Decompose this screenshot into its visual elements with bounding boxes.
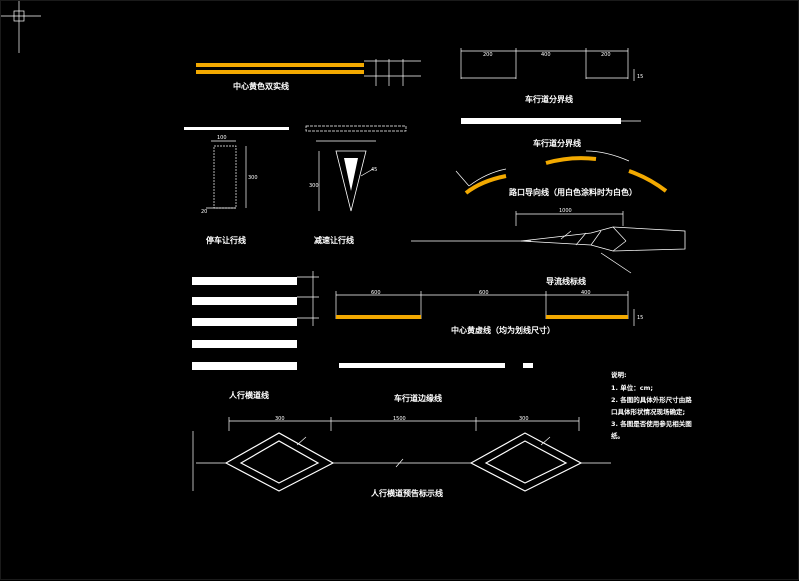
crosswalk-warning-figure: 300 1500 300 人行横道预告标示线 bbox=[192, 416, 611, 498]
dim-600b: 600 bbox=[479, 290, 489, 296]
notes-block: 说明: 1. 单位：cm; 2. 各图的具体外形尺寸由路 口具体形状情况现场确定… bbox=[611, 370, 692, 440]
notes-line2: 2. 各图的具体外形尺寸由路 bbox=[611, 395, 692, 404]
dim-300d: 300 bbox=[519, 416, 529, 422]
crosswalk-label: 人行横道线 bbox=[229, 390, 269, 400]
dim-15: 15 bbox=[637, 74, 643, 80]
stop-line-label: 停车让行线 bbox=[206, 235, 246, 245]
notes-line4: 3. 各图是否使用参见相关图 bbox=[611, 419, 692, 428]
notes-line3: 口具体形状情况现场确定; bbox=[611, 407, 685, 416]
lane-edge-label: 车行道边缘线 bbox=[394, 393, 442, 403]
center-double-yellow-figure: 中心黄色双实线 bbox=[196, 59, 421, 91]
dim-200a: 200 bbox=[483, 52, 493, 58]
crosswalk-warning-label: 人行横道预告标示线 bbox=[371, 488, 443, 498]
dim-400b: 400 bbox=[581, 290, 591, 296]
center-dashed-yellow-figure: 600 600 400 15 中心黄虚线（均为划线尺寸） bbox=[335, 290, 643, 335]
dim-300: 300 bbox=[248, 175, 258, 181]
dim-400: 400 bbox=[541, 52, 551, 58]
guide-lines-label: 导流线标线 bbox=[546, 276, 586, 286]
dim-600a: 600 bbox=[371, 290, 381, 296]
intersection-guide-label: 路口导向线（用白色涂料时为白色） bbox=[509, 187, 637, 197]
dim-200b: 200 bbox=[601, 52, 611, 58]
center-dashed-label: 中心黄虚线（均为划线尺寸） bbox=[451, 325, 555, 335]
lane-separator-label: 车行道分界线 bbox=[525, 94, 573, 104]
dim-15b: 15 bbox=[637, 315, 643, 321]
guide-lines-figure: 1000 导流线标线 bbox=[411, 208, 686, 286]
dim-300c: 300 bbox=[275, 416, 285, 422]
dim-1500: 1500 bbox=[393, 416, 406, 422]
dim-20: 20 bbox=[201, 209, 207, 215]
ucs-cursor-icon bbox=[1, 1, 41, 53]
intersection-guide-figure: 路口导向线（用白色涂料时为白色） bbox=[455, 168, 637, 197]
notes-title: 说明: bbox=[611, 370, 627, 379]
dim-45: 45 bbox=[371, 167, 377, 173]
notes-line1: 1. 单位：cm; bbox=[611, 383, 653, 392]
lane-edge-figure: 车行道边缘线 bbox=[339, 363, 533, 403]
yield-line-label: 减速让行线 bbox=[314, 235, 354, 245]
crosswalk-stripes-figure: 人行横道线 bbox=[192, 271, 319, 400]
notes-line5: 纸。 bbox=[611, 431, 624, 440]
curved-separator-label: 车行道分界线 bbox=[533, 138, 581, 148]
dim-100: 100 bbox=[217, 135, 227, 141]
lane-separator-figure: 200 400 200 15 车行道分界线 bbox=[460, 48, 643, 104]
yield-line-figure: 300 45 减速让行线 bbox=[305, 125, 407, 245]
dim-300b: 300 bbox=[309, 183, 319, 189]
dim-1000: 1000 bbox=[559, 208, 572, 214]
white-solid-bar bbox=[461, 118, 641, 124]
curved-lane-separator-figure: 车行道分界线 bbox=[533, 138, 668, 193]
center-double-yellow-label: 中心黄色双实线 bbox=[233, 81, 289, 91]
stop-line-figure: 100 300 20 停车让行线 bbox=[184, 127, 289, 245]
